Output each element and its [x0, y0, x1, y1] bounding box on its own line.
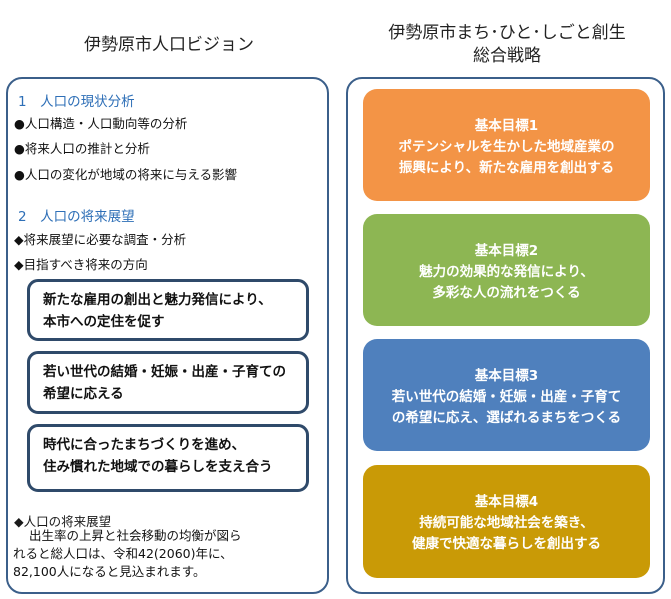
goal-text: ポテンシャルを生かした地域産業の: [398, 139, 615, 155]
goal-text: 振興により、新たな雇用を創出する: [398, 160, 615, 176]
goal-label: 基本目標3: [474, 368, 539, 384]
goal-text: 多彩な人の流れをつくる: [432, 285, 581, 301]
outlook-item: ◆目指すべき将来の方向: [14, 257, 148, 272]
direction-box: 新たな雇用の創出と魅力発信により、 本市への定住を促す: [27, 279, 309, 341]
direction-text: 希望に応える: [43, 386, 124, 402]
analysis-item: ●人口の変化が地域の将来に与える影響: [14, 167, 238, 182]
strategy-title-line1: 伊勢原市まち･ひと･しごと創生: [388, 23, 626, 43]
population-outlook-text: 出生率の上昇と社会移動の均衡が図ら れると総人口は、令和42(2060)年に、 …: [13, 527, 309, 581]
goal-text: 持続可能な地域社会を築き、: [419, 515, 594, 531]
goal-text: 健康で快適な暮らしを創出する: [412, 536, 601, 552]
direction-text: 新たな雇用の創出と魅力発信により、: [43, 292, 272, 308]
goal-1-box: 基本目標1 ポテンシャルを生かした地域産業の 振興により、新たな雇用を創出する: [363, 89, 650, 201]
outlook-item: ◆将来展望に必要な調査・分析: [14, 232, 187, 247]
direction-text: 本市への定住を促す: [43, 314, 165, 330]
goal-text: の希望に応え、選ばれるまちをつくる: [391, 410, 622, 426]
outlook-line: 82,100人になると見込まれます。: [13, 564, 206, 579]
population-outlook-heading: ◆人口の将来展望: [14, 514, 112, 529]
section-future-outlook-heading: 2 人口の将来展望: [18, 209, 135, 225]
direction-box: 若い世代の結婚・妊娠・出産・子育ての 希望に応える: [27, 351, 309, 414]
direction-text: 時代に合ったまちづくりを進め、: [43, 437, 246, 453]
strategy-title-line2: 総合戦略: [473, 46, 541, 66]
goal-label: 基本目標4: [474, 494, 539, 510]
section-current-analysis-heading: 1 人口の現状分析: [18, 94, 135, 110]
goal-label: 基本目標1: [474, 118, 539, 134]
vision-title: 伊勢原市人口ビジョン: [84, 35, 254, 55]
outlook-line: れると総人口は、令和42(2060)年に、: [13, 546, 233, 561]
strategy-title: 伊勢原市まち･ひと･しごと創生 総合戦略: [346, 22, 668, 68]
direction-text: 住み慣れた地域での暮らしを支え合う: [43, 459, 273, 475]
goal-4-box: 基本目標4 持続可能な地域社会を築き、 健康で快適な暮らしを創出する: [363, 465, 650, 578]
goal-text: 若い世代の結婚・妊娠・出産・子育て: [391, 389, 622, 405]
goal-3-box: 基本目標3 若い世代の結婚・妊娠・出産・子育て の希望に応え、選ばれるまちをつく…: [363, 339, 650, 451]
direction-text: 若い世代の結婚・妊娠・出産・子育ての: [43, 364, 286, 380]
direction-box: 時代に合ったまちづくりを進め、 住み慣れた地域での暮らしを支え合う: [27, 424, 309, 492]
analysis-item: ●人口構造・人口動向等の分析: [14, 116, 188, 131]
goal-2-box: 基本目標2 魅力の効果的な発信により、 多彩な人の流れをつくる: [363, 214, 650, 326]
goal-label: 基本目標2: [474, 243, 539, 259]
analysis-item: ●将来人口の推計と分析: [14, 141, 150, 156]
outlook-line: 出生率の上昇と社会移動の均衡が図ら: [29, 528, 242, 543]
goal-text: 魅力の効果的な発信により、: [419, 264, 594, 280]
